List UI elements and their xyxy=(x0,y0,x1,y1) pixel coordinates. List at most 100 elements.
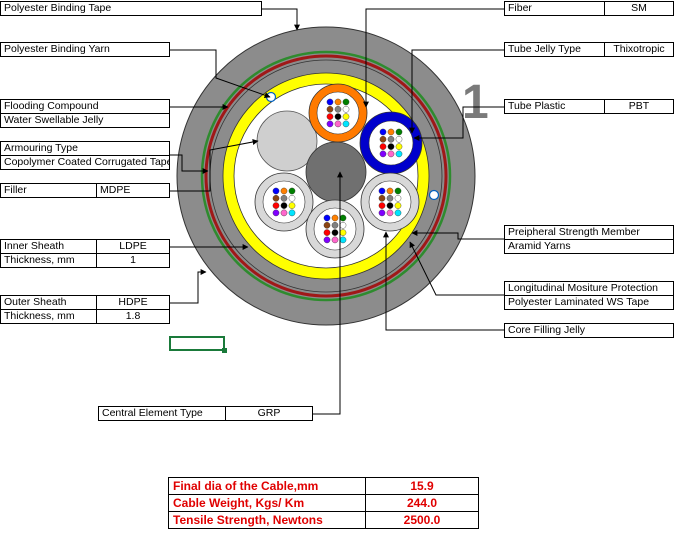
fiber-dot xyxy=(339,229,347,236)
selected-cell[interactable] xyxy=(169,336,225,351)
results-table: Final dia of the Cable,mm 15.9 Cable Wei… xyxy=(168,477,479,529)
value-outer-thickness: 1.8 xyxy=(96,309,170,324)
label-binding-tape: Polyester Binding Tape xyxy=(0,1,262,16)
fiber-dot xyxy=(379,128,387,136)
fiber-dot xyxy=(272,187,280,195)
label-water-swellable: Water Swellable Jelly xyxy=(0,113,170,128)
fiber-dot xyxy=(378,187,386,195)
fiber-dot xyxy=(386,194,394,202)
armour-red-layer xyxy=(204,54,448,298)
fiber-dot xyxy=(323,236,331,244)
value-tube-plastic: PBT xyxy=(604,99,674,114)
value-armouring-type: Copolymer Coated Corrugated Tape xyxy=(0,155,170,170)
loose-tube-grey-left xyxy=(254,172,314,232)
fiber-dot xyxy=(326,98,334,106)
fiber-dot xyxy=(280,194,288,202)
fiber-dot xyxy=(394,187,402,195)
value-filler: MDPE xyxy=(96,183,170,198)
value-inner-sheath: LDPE xyxy=(96,239,170,254)
loose-tube-blue xyxy=(359,111,423,175)
fiber-dot xyxy=(334,113,342,120)
fiber-dot xyxy=(331,236,339,244)
label-armouring-type: Armouring Type xyxy=(0,141,170,156)
leader-tube-plastic xyxy=(413,106,504,141)
ripcord xyxy=(428,189,440,201)
fiber-dot xyxy=(387,143,395,150)
central-element xyxy=(305,141,367,203)
result-value: 15.9 xyxy=(365,477,479,495)
fiber-dot xyxy=(323,229,331,236)
fiber-dot xyxy=(331,214,339,222)
fiber-dot xyxy=(394,202,402,209)
fiber-dot xyxy=(323,221,331,229)
loose-tube-orange xyxy=(308,83,368,143)
label-peripheral-strength: Preipheral Strength Member xyxy=(504,225,674,240)
value-fiber: SM xyxy=(604,1,674,16)
fiber-dot xyxy=(339,236,347,244)
fiber-dot xyxy=(379,150,387,158)
fiber-dot xyxy=(280,187,288,195)
leader-fiber xyxy=(363,8,504,108)
result-value: 2500.0 xyxy=(365,511,479,529)
loose-tube-grey-bottom xyxy=(305,199,365,259)
fiber-dot xyxy=(288,202,296,209)
label-core-filling: Core Filling Jelly xyxy=(504,323,674,338)
ripcord xyxy=(265,91,277,103)
fiber-dot xyxy=(288,187,296,195)
leader-binding-yarn xyxy=(170,49,271,99)
label-laminated: Polyester Laminated WS Tape xyxy=(504,295,674,310)
leader-outer-sheath xyxy=(170,269,207,304)
fiber-dot xyxy=(394,209,402,217)
leader-longitudinal xyxy=(409,241,504,296)
table-row: Final dia of the Cable,mm 15.9 xyxy=(168,477,479,495)
fiber-dot xyxy=(272,209,280,217)
fiber-dot xyxy=(339,221,347,229)
fiber-dot xyxy=(386,187,394,195)
fiber-dot xyxy=(331,229,339,236)
label-aramid: Aramid Yarns xyxy=(504,239,674,254)
fiber-dot xyxy=(342,106,350,113)
label-binding-yarn: Polyester Binding Yarn xyxy=(0,42,170,57)
leader-filler xyxy=(170,139,259,192)
label-central-element: Central Element Type xyxy=(98,406,226,421)
leader-lines xyxy=(170,8,504,415)
fiber-dot xyxy=(288,209,296,217)
fiber-dot xyxy=(272,194,280,202)
label-tube-jelly: Tube Jelly Type xyxy=(504,42,605,57)
label-outer-sheath: Outer Sheath xyxy=(0,295,97,310)
fiber-dot xyxy=(326,120,334,128)
fiber-dot xyxy=(280,202,288,209)
fiber-dot xyxy=(339,214,347,222)
fiber-dot xyxy=(288,194,296,202)
label-inner-sheath: Inner Sheath xyxy=(0,239,97,254)
fill-handle[interactable] xyxy=(222,348,227,353)
result-value: 244.0 xyxy=(365,494,479,512)
fiber-dot xyxy=(387,135,395,143)
fiber-dot xyxy=(395,143,403,150)
fiber-dot xyxy=(387,128,395,136)
leader-core-filling xyxy=(383,231,504,331)
fiber-dot xyxy=(272,202,280,209)
result-label: Tensile Strength, Newtons xyxy=(168,511,366,529)
fiber-dot xyxy=(386,209,394,217)
fiber-dot xyxy=(387,150,395,158)
label-tube-plastic: Tube Plastic xyxy=(504,99,605,114)
label-fiber: Fiber xyxy=(504,1,605,16)
fiber-dot xyxy=(326,106,334,113)
result-label: Final dia of the Cable,mm xyxy=(168,477,366,495)
fiber-dot xyxy=(378,202,386,209)
fiber-dot xyxy=(386,202,394,209)
fiber-dot xyxy=(395,128,403,136)
loose-tube-grey-right xyxy=(360,172,420,232)
outer-sheath-watermark: 1 xyxy=(462,76,489,129)
fiber-dot xyxy=(394,194,402,202)
fiber-dot xyxy=(342,98,350,106)
leader-central xyxy=(313,171,343,415)
label-outer-thickness: Thickness, mm xyxy=(0,309,97,324)
fiber-dot xyxy=(378,209,386,217)
armour-green-layer xyxy=(200,50,452,302)
label-longitudinal: Longitudinal Mositure Protection xyxy=(504,281,674,296)
label-flooding-compound: Flooding Compound xyxy=(0,99,170,114)
fiber-dot xyxy=(334,98,342,106)
